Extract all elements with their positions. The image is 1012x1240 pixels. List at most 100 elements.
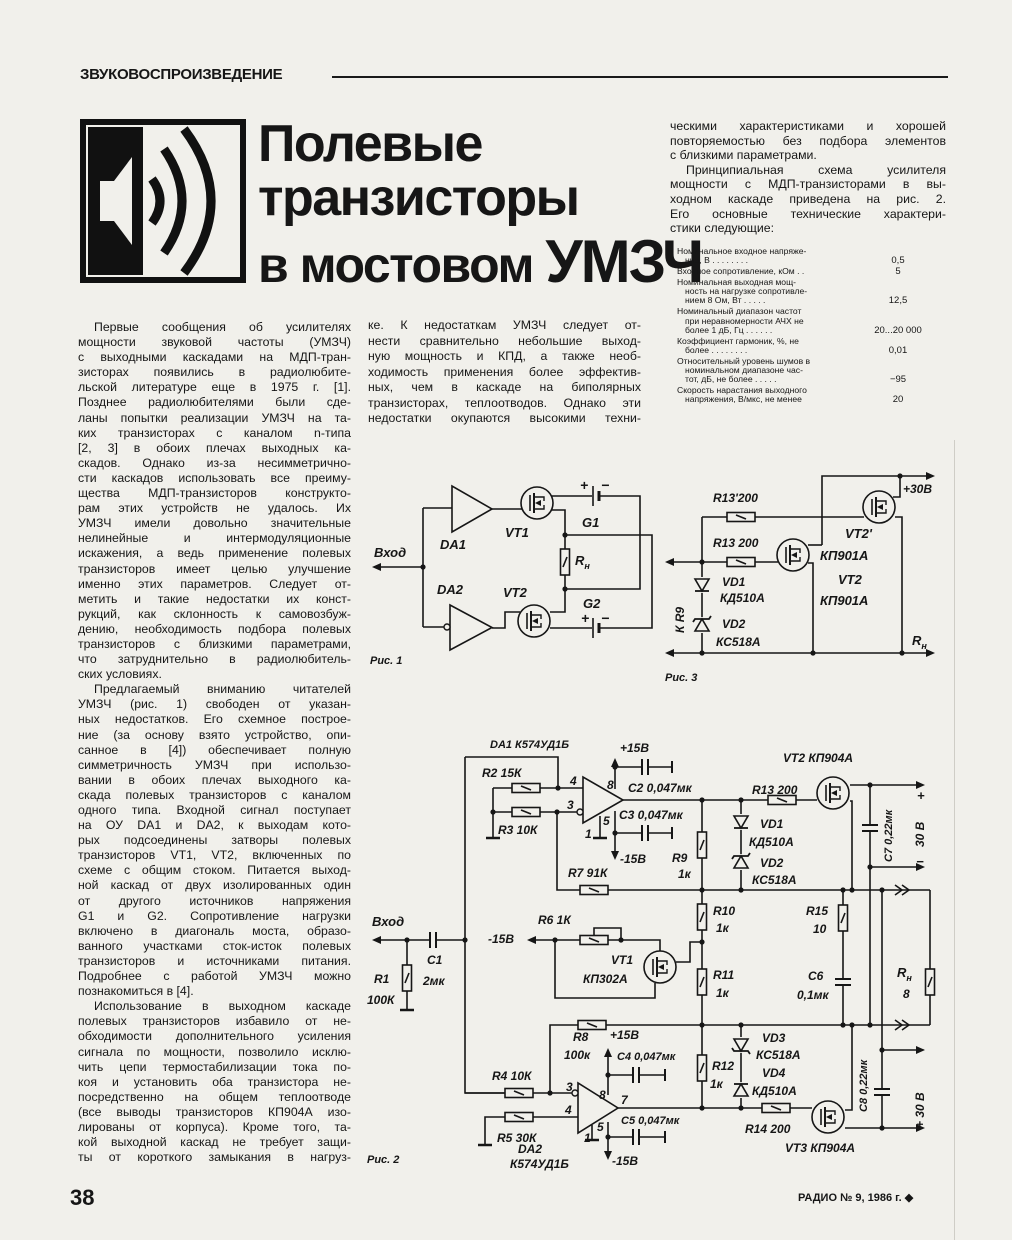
connector-icon [894,884,904,896]
spec-label: более 1 дБ, Гц . . . . . . [685,324,773,335]
wire [845,1025,853,1111]
text-line: вании в обоих плечах выходного ка- [78,772,351,787]
schematic-label: + [917,788,925,803]
mosfet-arrow [658,964,664,970]
schematic-label: DA2 [437,582,464,597]
resistor-mark [699,976,705,988]
schematic-label: 7 [621,1093,629,1107]
schematic-label: Вход [374,545,406,560]
spec-value: 20...20 000 [874,324,922,336]
mosfet-transistor-icon [517,604,551,638]
wire [534,939,661,951]
schematic-label: C8 0,22мк [858,1058,870,1112]
page-gutter-line [954,440,955,1240]
mosfet-arrow [877,504,883,510]
opamp-triangle [577,1081,620,1135]
load-resistor-label: Rн [897,965,912,983]
text-line: обходимости дополнительного усиления [78,1029,351,1044]
text-line: транзисторов с близкими параметрами, [78,636,351,651]
battery-gap [592,486,600,506]
text-line: транзисторах, теплоотводов. Однако эти [368,395,641,410]
label-subscript: н [921,641,927,651]
text-line: ке. К недостаткам УМЗЧ следует от- [368,318,641,332]
junction-dot [699,1105,705,1111]
zener-diode-icon [732,1038,750,1053]
figure-caption: Рис. 1 [370,655,402,667]
schematic-label: -15В [620,852,646,866]
opamp-triangle [582,775,625,825]
battery-gap [592,618,600,638]
text-line: Подробнее с работой УМЗЧ можно [78,969,351,984]
opamp-triangle [451,484,494,534]
article-title-line2: транзисторы [258,169,580,227]
schematic-label: G1 [582,515,599,530]
wire [550,534,653,629]
arrow-icon [926,472,935,480]
load-resistor-label: Rн [575,553,590,571]
junction-dot [867,1022,873,1028]
schematic-label: КС518А [756,1048,801,1062]
spec-label: Скорость нарастания выходного [677,385,807,396]
text-line: недостатки окупаются высокими техни- [368,411,641,425]
wire [554,940,656,999]
mosfet-arrow [831,790,837,796]
resistor-mark [840,912,846,924]
schematic-label: C7 0,22мк [883,808,895,862]
inverting-input-bubble [571,1089,579,1097]
schematic-label: R10 [713,904,735,918]
mosfet-source [534,505,545,510]
wire [895,516,903,653]
spec-label: тот, дБ, не более . . . . . [685,374,777,385]
resistor-mark [699,839,705,851]
schematic-label: КП302А [583,972,628,986]
wire [850,800,853,890]
resistor [924,968,936,996]
label-r: R [575,553,585,568]
spec-label: ние, В . . . . . . . . [685,255,749,266]
junction-dot [612,764,618,770]
junction-dot [738,1105,744,1111]
text-line: метить и такие недостатки их конст- [78,591,351,606]
text-line: ную мощность и КПД, а также необ- [368,349,641,363]
resistor [726,511,756,523]
page-number: 38 [70,1185,95,1210]
schematic-label: VT1 [611,953,633,967]
connector-icon [901,884,911,896]
resistor-mark [520,809,532,815]
mosfet-source [830,795,841,800]
junction-dot [810,650,816,656]
schematic-label: 4 [569,774,577,788]
schematic-label: 1 [584,1131,591,1145]
junction-dot [699,650,705,656]
text-line: ких транзисторах с каналом n-типа [78,425,351,440]
arrow-icon [604,1151,612,1160]
schematic-label: 5 [603,814,610,828]
schematic-label: 5 [597,1120,604,1134]
schematic-label: VT2 [838,572,863,587]
junction-dot [897,473,903,479]
text-line: ческими характеристиками и хорошей [670,119,946,133]
junction-dot [738,797,744,803]
specifications-table: Номинальное входное напряже-ние, В . . .… [677,246,947,406]
text-line: посредственно на общем теплоотводе [78,1089,351,1104]
text-line: с близкими параметрами. [670,148,817,163]
schematic-label: R13 200 [752,783,798,797]
junction-dot [699,939,705,945]
schematic-label: 2мк [422,974,446,988]
schematic-label: КД510А [752,1084,797,1098]
arrow-icon [611,851,619,860]
mosfet-drain [790,548,801,553]
spec-row: Номинальная выходная мощ-ность на нагруз… [677,277,947,306]
junction-dot [555,785,561,791]
resistor [577,1019,607,1031]
arrow-icon [372,563,381,571]
text-line: ных, чем в каскаде на биполярных [368,380,641,394]
mosfet-arrow [532,618,538,624]
schematic-label: − [916,1042,924,1057]
resistor-mark [735,514,747,520]
text-line: скадов. Однако из-за несимметрично- [78,455,351,470]
resistor-mark [776,797,788,803]
schematic-label: R15 [806,904,828,918]
